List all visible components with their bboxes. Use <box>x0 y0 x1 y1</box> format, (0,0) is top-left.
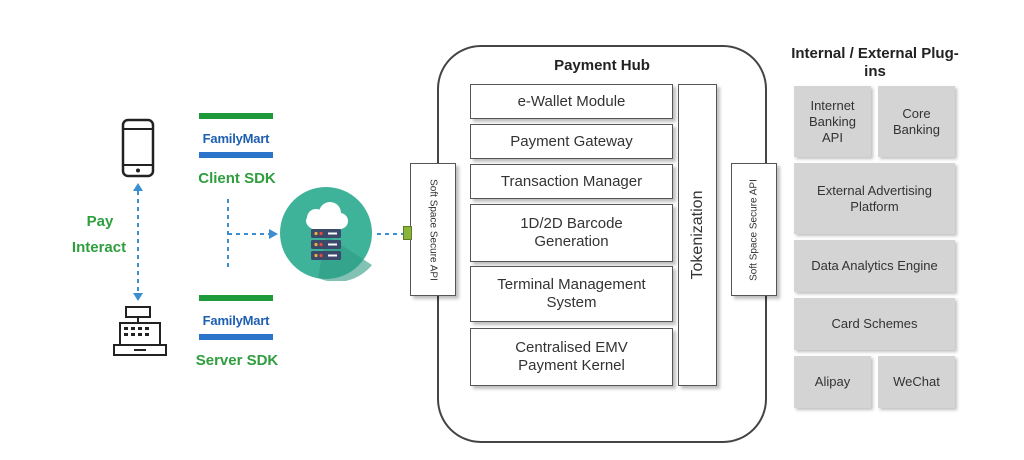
api-connector-port <box>403 226 412 240</box>
client-brand-logo: FamilyMart <box>202 131 270 146</box>
module-barcode-generation: 1D/2D Barcode Generation <box>470 204 673 262</box>
pay-interact-arrow <box>133 183 143 301</box>
sdk-connector-arrow <box>227 199 278 271</box>
smartphone-icon <box>121 118 155 178</box>
plugin-internet-banking: Internet Banking API <box>794 86 871 157</box>
interact-label: Interact <box>71 239 127 256</box>
server-brand-bar-blue <box>199 334 273 340</box>
server-brand-bar-green <box>199 295 273 301</box>
plugin-external-advertising: External Advertising Platform <box>794 163 955 234</box>
plugin-card-schemes: Card Schemes <box>794 298 955 350</box>
cloud-server-icon <box>280 187 372 281</box>
plugin-core-banking: Core Banking <box>878 86 955 157</box>
right-secure-api-box: Soft Space Secure API <box>731 163 777 296</box>
plugins-title: Internal / External Plug-ins <box>791 45 959 80</box>
module-emv-payment-kernel: Centralised EMV Payment Kernel <box>470 328 673 386</box>
server-sdk-label: Server SDK <box>195 352 279 369</box>
module-transaction-manager: Transaction Manager <box>470 164 673 199</box>
left-secure-api-label: Soft Space Secure API <box>427 178 439 281</box>
payment-hub-title: Payment Hub <box>554 57 650 74</box>
plugin-data-analytics: Data Analytics Engine <box>794 240 955 292</box>
client-brand-bar-green <box>199 113 273 119</box>
module-e-wallet: e-Wallet Module <box>470 84 673 119</box>
plugin-alipay: Alipay <box>794 356 871 408</box>
left-secure-api-box: Soft Space Secure API <box>410 163 456 296</box>
client-sdk-label: Client SDK <box>198 170 276 187</box>
module-terminal-management: Terminal Management System <box>470 266 673 322</box>
right-secure-api-label: Soft Space Secure API <box>748 178 760 281</box>
tokenization-box: Tokenization <box>678 84 717 386</box>
client-brand-bar-blue <box>199 152 273 158</box>
module-payment-gateway: Payment Gateway <box>470 124 673 159</box>
server-brand-logo: FamilyMart <box>202 313 270 328</box>
cash-register-icon <box>113 306 167 356</box>
tokenization-label: Tokenization <box>688 190 706 280</box>
plugin-wechat: WeChat <box>878 356 955 408</box>
pay-label: Pay <box>86 213 114 230</box>
